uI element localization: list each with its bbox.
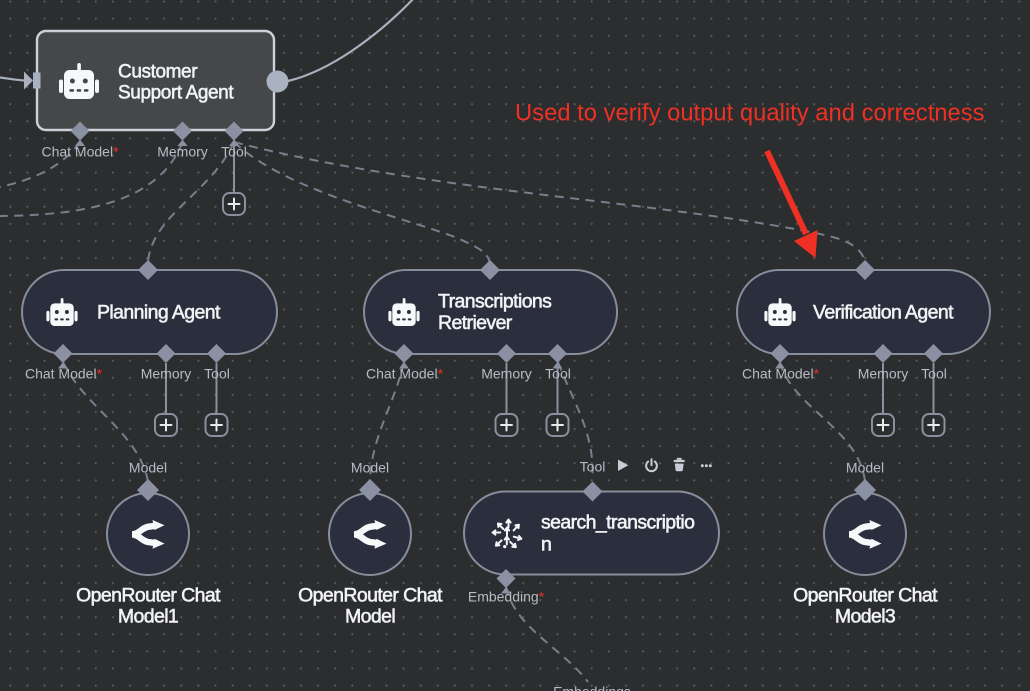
svg-text:Used to verify output quality: Used to verify output quality and correc… (515, 100, 985, 127)
svg-text:Planning Agent: Planning Agent (97, 302, 221, 324)
svg-text:Model: Model (846, 460, 884, 476)
svg-text:Model1: Model1 (118, 606, 178, 628)
svg-text:Tool: Tool (545, 366, 571, 382)
svg-text:Chat Model*: Chat Model* (742, 366, 820, 382)
svg-text:Chat Model*: Chat Model* (25, 366, 103, 382)
svg-text:search_transcriptio: search_transcriptio (541, 512, 695, 534)
svg-text:Model: Model (351, 460, 389, 476)
svg-text:Chat Model*: Chat Model* (41, 144, 119, 160)
svg-text:Retriever: Retriever (438, 312, 513, 334)
svg-text:Memory: Memory (481, 366, 532, 382)
svg-text:Tool: Tool (221, 144, 247, 160)
svg-text:Model: Model (345, 606, 395, 628)
svg-text:Embeddings: Embeddings (553, 684, 631, 691)
svg-text:Transcriptions: Transcriptions (438, 291, 552, 313)
svg-text:Tool: Tool (580, 459, 606, 475)
svg-text:OpenRouter Chat: OpenRouter Chat (793, 585, 938, 607)
svg-text:Memory: Memory (141, 366, 192, 382)
svg-text:Customer: Customer (118, 62, 198, 83)
svg-text:Model: Model (129, 460, 167, 476)
svg-text:OpenRouter Chat: OpenRouter Chat (76, 585, 221, 607)
svg-text:Embedding*: Embedding* (468, 589, 545, 605)
svg-text:Tool: Tool (204, 366, 230, 382)
svg-text:Memory: Memory (157, 144, 208, 160)
svg-text:Model3: Model3 (835, 606, 895, 628)
svg-text:n: n (541, 534, 551, 556)
svg-text:Memory: Memory (858, 366, 909, 382)
svg-text:Tool: Tool (921, 366, 947, 382)
svg-text:Support Agent: Support Agent (118, 83, 234, 104)
svg-text:Chat Model*: Chat Model* (366, 366, 444, 382)
svg-text:Verification Agent: Verification Agent (813, 302, 954, 324)
svg-text:OpenRouter Chat: OpenRouter Chat (298, 585, 443, 607)
